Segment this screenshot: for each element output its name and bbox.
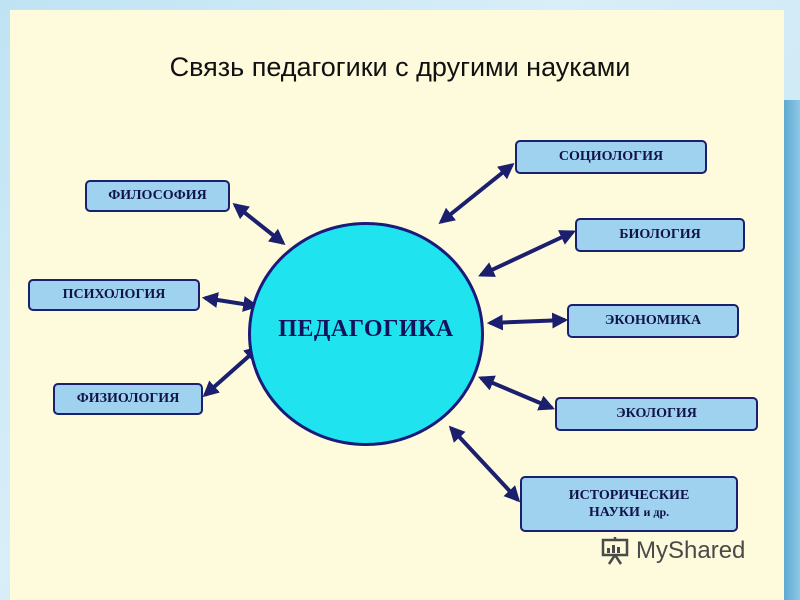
center-label: ПЕДАГОГИКА [278,316,454,342]
box-historical-line2: НАУКИ и др. [589,504,669,522]
arrow-history [448,425,521,503]
box-biology: БИОЛОГИЯ [575,218,745,252]
arrow-physiology [202,345,261,398]
center-circle [248,222,484,446]
arrow-sociology [438,162,515,225]
slide-title: Связь педагогики с другими науками [169,52,631,82]
myshared-logo: MyShared [600,536,745,566]
box-sociology: СОЦИОЛОГИЯ [515,140,707,174]
logo-text: MyShared [636,537,746,564]
arrow-psychology [201,292,260,312]
slide-side-band [784,100,800,600]
box-philosophy: ФИЛОСОФИЯ [85,180,230,212]
arrow-philosophy [232,203,286,245]
box-physiology: ФИЗИОЛОГИЯ [53,383,203,415]
box-historical-word: НАУКИ [588,505,640,520]
box-historical-suffix: и др. [643,505,670,519]
box-economics: ЭКОНОМИКА [567,304,739,338]
arrow-economics [486,312,569,331]
box-historical-line1: ИСТОРИЧЕСКИЕ [568,487,690,503]
arrow-ecology [478,375,555,411]
box-psychology: ПСИХОЛОГИЯ [28,279,200,311]
presentation-board-icon [601,537,629,565]
box-ecology: ЭКОЛОГИЯ [555,397,758,431]
box-historical-sciences: ИСТОРИЧЕСКИЕ НАУКИ и др. [520,476,738,532]
arrow-biology [478,230,576,277]
